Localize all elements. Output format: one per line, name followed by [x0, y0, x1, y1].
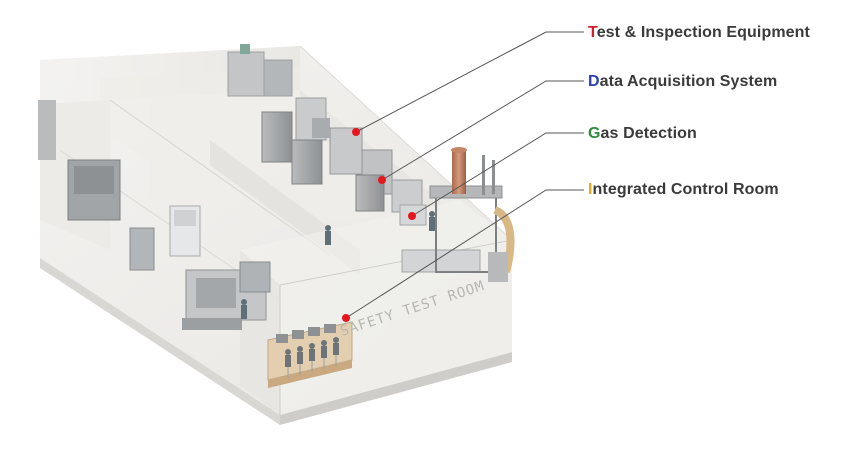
callout-integrated-control-room: Integrated Control Room [588, 180, 779, 200]
people [241, 211, 435, 319]
gas-detection-rig [401, 147, 515, 282]
callout-test-inspection-equipment: Test & Inspection Equipment [588, 23, 810, 43]
control-room [267, 321, 353, 388]
callout-text: as Detection [600, 125, 697, 142]
leader-gas-detection-dot [408, 212, 416, 220]
callout-initial: T [588, 24, 597, 41]
callout-text: ntegrated Control Room [592, 181, 779, 198]
callout-data-acquisition-system: Data Acquisition System [588, 72, 777, 92]
test-machines [38, 44, 427, 330]
callout-lines [342, 31, 584, 322]
leader-data-acquisition [381, 80, 584, 181]
leader-test-inspection [355, 31, 584, 133]
leader-test-inspection-dot [352, 128, 360, 136]
callout-initial: D [588, 73, 600, 90]
callout-text: ata Acquisition System [599, 73, 778, 90]
callout-gas-detection: Gas Detection [588, 124, 697, 144]
leader-data-acquisition-dot [378, 176, 386, 184]
leader-control-room-dot [342, 314, 350, 322]
callout-text: est & Inspection Equipment [596, 24, 810, 41]
leader-gas-detection [411, 132, 584, 217]
leader-control-room [345, 189, 584, 319]
callout-initial: G [588, 125, 601, 142]
callout-initial: I [588, 181, 593, 198]
